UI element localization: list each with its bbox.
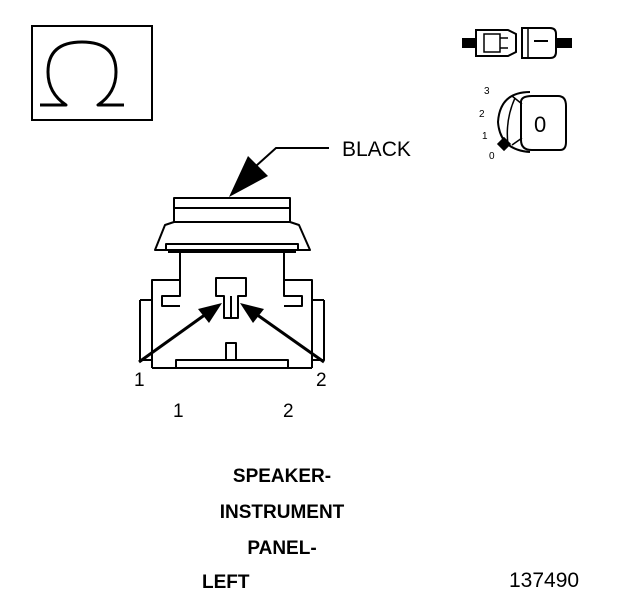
- pin-arrows: [138, 303, 325, 364]
- figure-number: 137490: [509, 569, 580, 592]
- caption-line-3: PANEL-: [247, 538, 317, 559]
- arrow-pin-label-2: 2: [316, 370, 327, 391]
- ignition-position-0: 0: [489, 151, 495, 162]
- caption-line-4: LEFT: [202, 572, 250, 593]
- ohm-meter-icon: [31, 25, 153, 121]
- ignition-position-3: 3: [484, 86, 490, 97]
- ignition-position-2: 2: [479, 109, 485, 120]
- disconnected-connector-icon: [462, 27, 572, 59]
- caption-line-1: SPEAKER-: [232, 466, 332, 487]
- ignition-position-1: 1: [482, 131, 488, 142]
- arrow-pin-label-1: 1: [134, 370, 145, 391]
- key-position-label: 0: [534, 112, 547, 137]
- cavity-number-1: 1: [173, 401, 184, 422]
- wire-color-label: BLACK: [342, 138, 411, 161]
- connector-face-view: [139, 197, 325, 369]
- caption-line-2: INSTRUMENT: [219, 502, 345, 523]
- wire-color-leader: [229, 147, 329, 197]
- ignition-key-icon: [496, 91, 567, 153]
- cavity-number-2: 2: [283, 401, 294, 422]
